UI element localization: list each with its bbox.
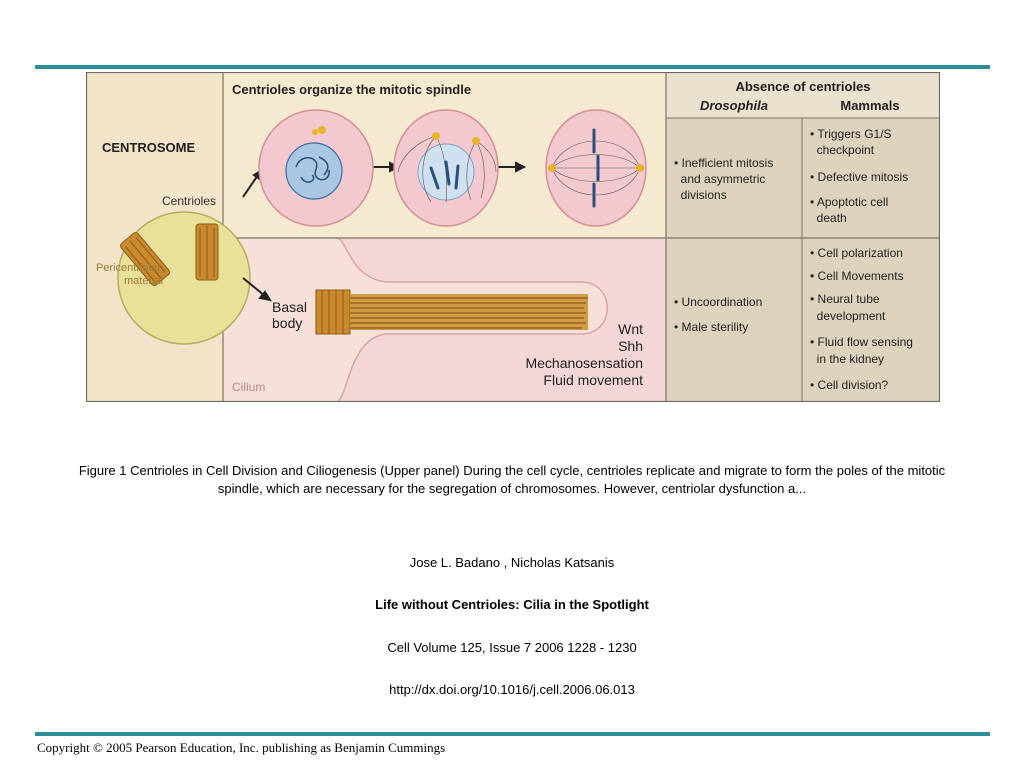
svg-text:• Male sterility: • Male sterility <box>674 320 748 334</box>
drosophila-spindle-list: • Inefficient mitosis and asymmetric div… <box>674 156 773 202</box>
basal-label-1: Basal <box>272 299 307 315</box>
absence-header: Absence of centrioles <box>735 79 870 94</box>
interphase-cell <box>258 109 374 227</box>
svg-text:• Fluid flow sensing: • Fluid flow sensing <box>810 335 913 349</box>
authors: Jose L. Badano , Nicholas Katsanis <box>409 555 615 570</box>
absence-panel <box>666 72 940 402</box>
mammals-spindle-list: • Triggers G1/S checkpoint • Defective m… <box>810 127 908 225</box>
svg-text:and asymmetric: and asymmetric <box>674 172 765 186</box>
signal-shh: Shh <box>618 338 643 354</box>
svg-text:• Inefficient mitosis: • Inefficient mitosis <box>674 156 773 170</box>
svg-text:• Cell division?: • Cell division? <box>810 378 889 392</box>
signal-fluid-movement: Fluid movement <box>543 372 643 388</box>
svg-text:• Uncoordination: • Uncoordination <box>674 295 762 309</box>
pericentriolar-label-1: Pericentriolar <box>96 262 161 274</box>
absence-header-band <box>666 72 940 118</box>
metaphase-cell <box>545 109 647 227</box>
bottom-rule <box>35 732 990 736</box>
col-mammals: Mammals <box>840 98 899 113</box>
svg-text:development: development <box>810 309 886 323</box>
centriole-pair-icon <box>119 223 219 287</box>
centriole-figure: CENTROSOME Centrioles Pericentriolar mat… <box>86 72 940 402</box>
drosophila-cilium-list: • Uncoordination • Male sterility <box>674 295 762 334</box>
svg-text:divisions: divisions <box>674 188 727 202</box>
signal-mechanosensation: Mechanosensation <box>525 355 643 371</box>
svg-text:in the kidney: in the kidney <box>810 352 884 366</box>
svg-text:• Triggers G1/S: • Triggers G1/S <box>810 127 892 141</box>
signal-wnt: Wnt <box>618 321 643 337</box>
cilium-microtubules <box>315 289 588 335</box>
cilium-label: Cilium <box>232 380 265 394</box>
centrioles-label: Centrioles <box>162 194 216 208</box>
svg-text:• Cell Movements: • Cell Movements <box>810 269 904 283</box>
centrosome-label: CENTROSOME <box>102 140 196 155</box>
article-title: Life without Centrioles: Cilia in the Sp… <box>375 597 649 612</box>
cilium-outline <box>335 237 608 402</box>
svg-text:checkpoint: checkpoint <box>810 143 875 157</box>
spindle-header: Centrioles organize the mitotic spindle <box>232 82 471 97</box>
col-drosophila: Drosophila <box>700 98 768 113</box>
prophase-cell <box>393 109 499 227</box>
figure-caption: Figure 1 Centrioles in Cell Division and… <box>78 463 946 496</box>
pericentriolar-label-2: material <box>124 275 163 287</box>
svg-text:• Apoptotic cell: • Apoptotic cell <box>810 195 888 209</box>
doi-link[interactable]: http://dx.doi.org/10.1016/j.cell.2006.06… <box>389 682 635 697</box>
top-rule <box>35 65 990 69</box>
basal-label-2: body <box>272 315 302 331</box>
journal-citation: Cell Volume 125, Issue 7 2006 1228 - 123… <box>387 640 637 655</box>
svg-text:• Neural tube: • Neural tube <box>810 292 880 306</box>
svg-text:• Cell polarization: • Cell polarization <box>810 246 903 260</box>
svg-text:death: death <box>810 211 847 225</box>
svg-text:• Defective mitosis: • Defective mitosis <box>810 170 908 184</box>
copyright-notice: Copyright © 2005 Pearson Education, Inc.… <box>37 740 446 755</box>
mammals-cilium-list: • Cell polarization • Cell Movements • N… <box>810 246 913 392</box>
